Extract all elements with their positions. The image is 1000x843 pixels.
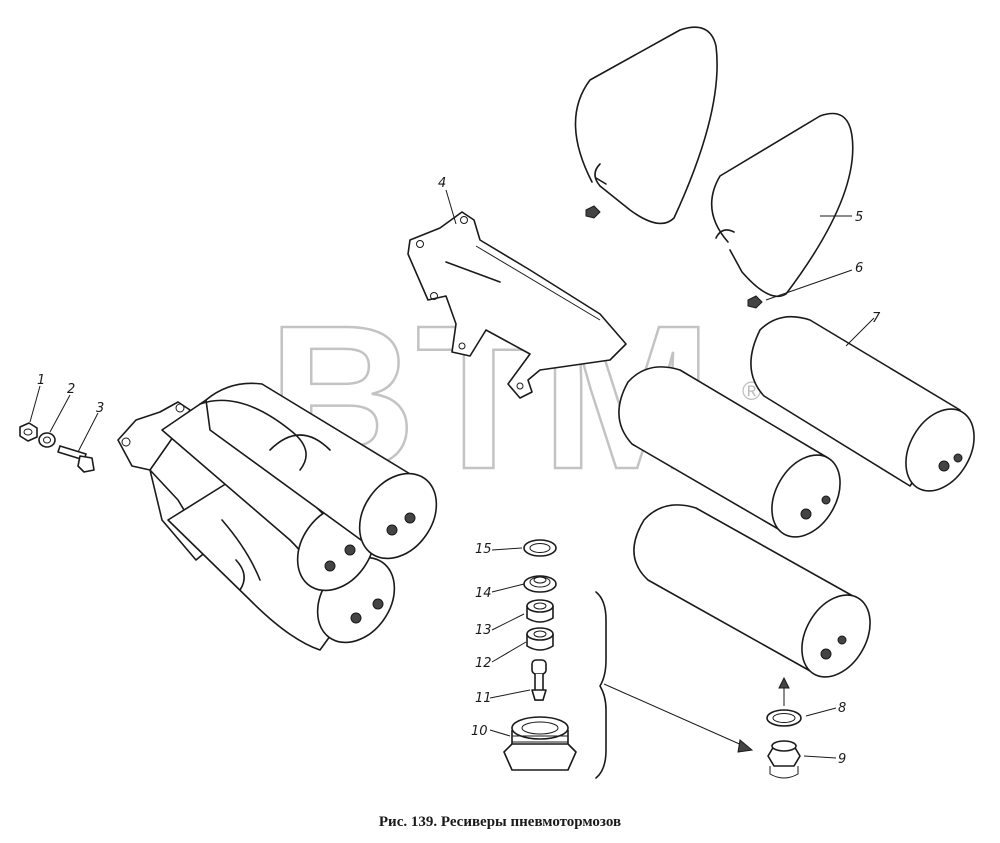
callout-5: 5 <box>855 210 863 225</box>
strap-part-5-upper <box>574 26 718 225</box>
bushing-part-12 <box>526 627 554 651</box>
seal-ring-part-8 <box>766 709 802 727</box>
nut-part-1 <box>19 422 38 442</box>
callout-2: 2 <box>67 382 75 397</box>
figure-caption: Рис. 139. Ресиверы пневмотормозов <box>378 814 622 830</box>
assembled-receivers <box>117 382 438 651</box>
callout-9: 9 <box>838 752 846 767</box>
bolt-part-3 <box>57 445 95 473</box>
washer-part-2 <box>38 432 56 448</box>
arrow-up-icon <box>778 676 790 706</box>
assembly-brace <box>595 591 754 779</box>
callout-15: 15 <box>475 542 492 557</box>
strap-part-5-lower <box>710 112 854 309</box>
callout-7: 7 <box>872 311 881 326</box>
bracket-part-4 <box>407 211 627 399</box>
callout-12: 12 <box>475 656 492 671</box>
callout-1: 1 <box>37 373 45 388</box>
receiver-part-7-middle <box>618 366 841 538</box>
valve-stem-part-11 <box>531 659 547 701</box>
callout-labels: 1 2 3 4 5 6 7 8 9 10 11 12 13 14 15 <box>37 176 881 767</box>
receiver-part-7-lower <box>633 504 871 678</box>
callout-11: 11 <box>475 691 492 706</box>
callout-10: 10 <box>471 724 488 739</box>
callout-13: 13 <box>475 623 492 638</box>
callout-4: 4 <box>438 176 446 191</box>
union-part-9 <box>767 740 801 779</box>
spring-part-14 <box>523 575 557 593</box>
retaining-ring-part-15 <box>523 539 557 557</box>
receiver-part-7-upper <box>750 315 975 492</box>
callout-3: 3 <box>96 401 104 416</box>
bushing-part-13 <box>526 599 554 623</box>
callout-14: 14 <box>475 586 492 601</box>
callout-8: 8 <box>838 701 846 716</box>
callout-6: 6 <box>855 261 863 276</box>
valve-body-part-10 <box>503 716 577 771</box>
leader-lines <box>29 189 875 759</box>
